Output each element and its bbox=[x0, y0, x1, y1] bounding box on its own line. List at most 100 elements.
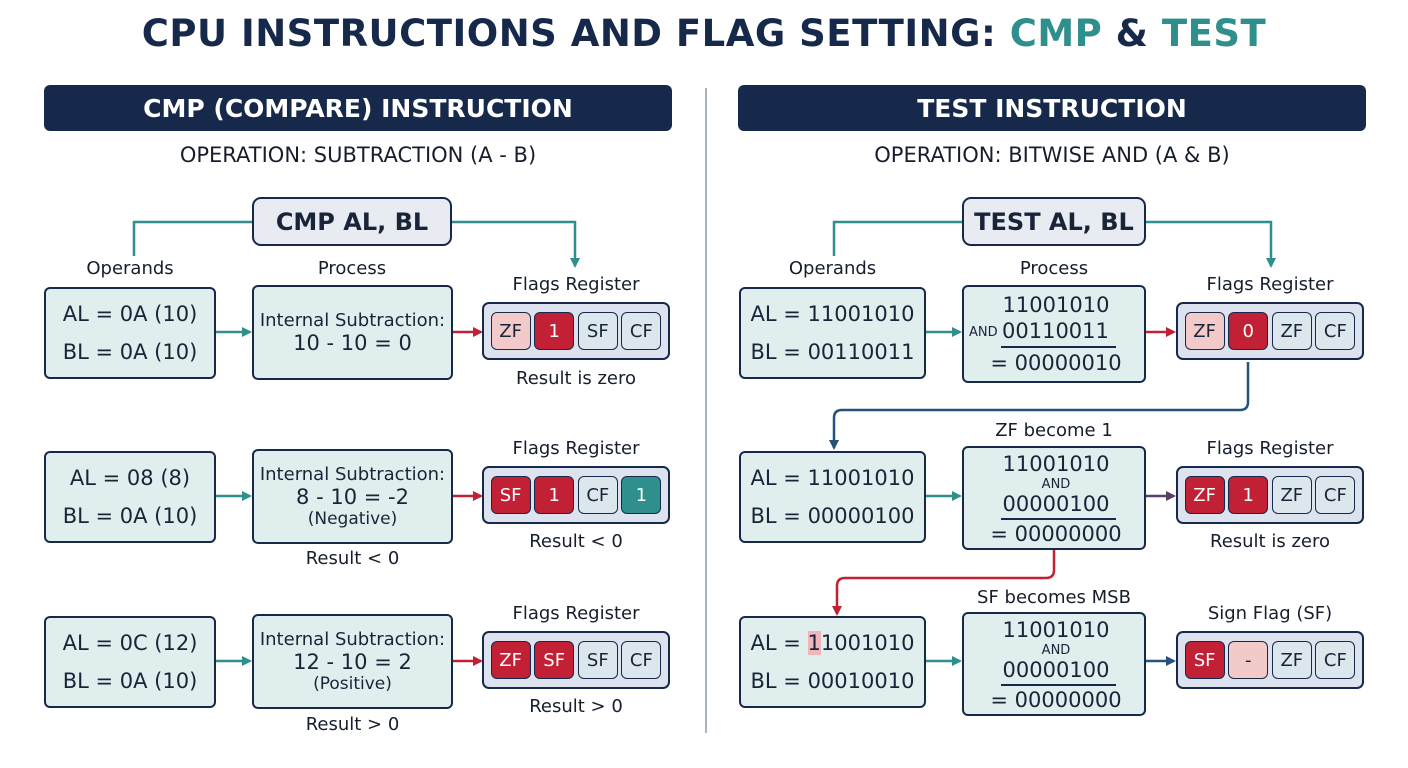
al-value: AL = 11001010 bbox=[750, 631, 915, 655]
cmp-flags-row3: ZF SF SF CF bbox=[482, 631, 670, 689]
flag-cell: SF bbox=[1184, 641, 1225, 679]
bl-value: BL = 0A (10) bbox=[62, 669, 198, 693]
cmp-process-row1: Internal Subtraction: 10 - 10 = 0 bbox=[252, 285, 453, 380]
flag-cell: 0 bbox=[1228, 312, 1269, 350]
al-value: AL = 0C (12) bbox=[62, 631, 198, 655]
flag-cell: 1 bbox=[621, 476, 662, 514]
test-process-row1: 11001010 AND 00110011 = 00000010 bbox=[962, 285, 1146, 383]
test-operands-row3: AL = 11001010 BL = 00010010 bbox=[739, 616, 926, 708]
test-process-row3: 11001010 AND 00000100 = 00000000 bbox=[962, 612, 1146, 716]
flag-cell: ZF bbox=[490, 641, 531, 679]
flag-cell: SF bbox=[577, 641, 618, 679]
test-operands-row1: AL = 11001010 BL = 00110011 bbox=[739, 287, 926, 379]
operand-a: 11001010 bbox=[1002, 293, 1110, 317]
process-note: (Positive) bbox=[313, 674, 392, 694]
process-title: Internal Subtraction: bbox=[259, 464, 446, 485]
test-flags-row2: ZF 1 ZF CF bbox=[1176, 466, 1364, 524]
bl-value: BL = 00010010 bbox=[750, 669, 915, 693]
operand-a: 11001010 bbox=[1002, 618, 1110, 642]
flags-register-label: Flags Register bbox=[512, 603, 640, 624]
test-process-row2: 11001010 AND 00000100 = 00000000 bbox=[962, 446, 1146, 550]
cmp-command: CMP AL, BL bbox=[252, 197, 452, 246]
flag-cell: CF bbox=[577, 476, 618, 514]
sf-note-label: SF becomes MSB bbox=[977, 587, 1131, 608]
flag-cell: ZF bbox=[1271, 476, 1312, 514]
flag-cell: SF bbox=[577, 312, 618, 350]
al-value: AL = 11001010 bbox=[750, 302, 915, 326]
flag-cell: ZF bbox=[1184, 476, 1225, 514]
operand-b: 00000100 bbox=[1002, 658, 1110, 682]
flag-cell: 1 bbox=[534, 476, 575, 514]
result-label: Result is zero bbox=[516, 368, 636, 389]
process-note: (Negative) bbox=[307, 509, 398, 529]
result-label: Result < 0 bbox=[529, 531, 623, 552]
cmp-operands-label: Operands bbox=[86, 258, 174, 279]
and-result: = 00000000 bbox=[990, 522, 1122, 546]
cmp-operands-row2: AL = 08 (8) BL = 0A (10) bbox=[44, 451, 216, 543]
sum-rule bbox=[1001, 518, 1116, 520]
bl-value: BL = 0A (10) bbox=[62, 340, 198, 364]
sum-rule bbox=[1001, 684, 1116, 686]
test-operands-label: Operands bbox=[788, 258, 877, 279]
zf-note-label: ZF become 1 bbox=[995, 420, 1113, 441]
test-process-label: Process bbox=[1019, 258, 1089, 279]
operand-a: 11001010 bbox=[1002, 452, 1110, 476]
al-prefix: AL = bbox=[750, 631, 808, 655]
cmp-flags-row1: ZF 1 SF CF bbox=[482, 302, 670, 360]
title-main: CPU INSTRUCTIONS AND FLAG SETTING: bbox=[141, 12, 997, 55]
test-command: TEST AL, BL bbox=[962, 197, 1146, 246]
page-title: CPU INSTRUCTIONS AND FLAG SETTING: CMP &… bbox=[0, 12, 1408, 55]
flag-cell: CF bbox=[1315, 476, 1356, 514]
test-flags-row3: SF - ZF CF bbox=[1176, 631, 1364, 689]
flags-register-label: Flags Register bbox=[1206, 274, 1334, 295]
and-operator: AND bbox=[969, 325, 998, 340]
flags-register-label: Flags Register bbox=[512, 438, 640, 459]
flag-cell: CF bbox=[621, 312, 662, 350]
flag-cell: CF bbox=[1315, 312, 1356, 350]
operand-b: 00110011 bbox=[1002, 319, 1109, 343]
process-result-label: Result < 0 bbox=[305, 548, 400, 569]
msb-highlight: 1 bbox=[807, 631, 821, 655]
flag-cell: ZF bbox=[490, 312, 531, 350]
bl-value: BL = 00000100 bbox=[750, 504, 915, 528]
cmp-banner: CMP (COMPARE) INSTRUCTION bbox=[44, 85, 672, 131]
cmp-operands-row1: AL = 0A (10) BL = 0A (10) bbox=[44, 287, 216, 379]
cmp-process-row2: Internal Subtraction: 8 - 10 = -2 (Negat… bbox=[252, 449, 453, 544]
cmp-process-label: Process bbox=[317, 258, 387, 279]
flag-cell: 1 bbox=[1228, 476, 1269, 514]
al-value: AL = 0A (10) bbox=[62, 302, 198, 326]
process-result-label: Result > 0 bbox=[305, 714, 400, 735]
cmp-operands-row3: AL = 0C (12) BL = 0A (10) bbox=[44, 616, 216, 708]
process-title: Internal Subtraction: bbox=[259, 629, 446, 650]
flag-cell: CF bbox=[621, 641, 662, 679]
flags-register-label: Flags Register bbox=[512, 274, 640, 295]
cmp-process-row3: Internal Subtraction: 12 - 10 = 2 (Posit… bbox=[252, 614, 453, 709]
section-divider bbox=[705, 88, 707, 733]
sum-rule bbox=[1001, 346, 1116, 348]
title-cmp: CMP bbox=[1009, 12, 1103, 55]
flag-cell: CF bbox=[1315, 641, 1356, 679]
al-value: AL = 11001010 bbox=[750, 466, 915, 490]
flag-cell: ZF bbox=[1184, 312, 1225, 350]
flags-register-label: Flags Register bbox=[1206, 438, 1334, 459]
cmp-flags-row2: SF 1 CF 1 bbox=[482, 466, 670, 524]
title-amp: & bbox=[1115, 12, 1149, 55]
flag-cell: SF bbox=[534, 641, 575, 679]
bl-value: BL = 0A (10) bbox=[62, 504, 198, 528]
process-equation: 10 - 10 = 0 bbox=[293, 331, 412, 355]
process-title: Internal Subtraction: bbox=[259, 310, 446, 331]
title-test: TEST bbox=[1161, 12, 1267, 55]
flag-cell: - bbox=[1228, 641, 1269, 679]
and-operator: AND bbox=[1041, 477, 1071, 492]
process-equation: 8 - 10 = -2 bbox=[296, 485, 409, 509]
sign-flag-label: Sign Flag (SF) bbox=[1207, 603, 1333, 624]
process-equation: 12 - 10 = 2 bbox=[293, 650, 412, 674]
al-rest: 1001010 bbox=[820, 631, 915, 655]
flag-cell: ZF bbox=[1271, 641, 1312, 679]
result-label: Result is zero bbox=[1210, 531, 1330, 552]
result-label: Result > 0 bbox=[529, 696, 623, 717]
bl-value: BL = 00110011 bbox=[750, 340, 915, 364]
and-result: = 00000010 bbox=[990, 351, 1122, 375]
and-operator: AND bbox=[1041, 643, 1071, 658]
